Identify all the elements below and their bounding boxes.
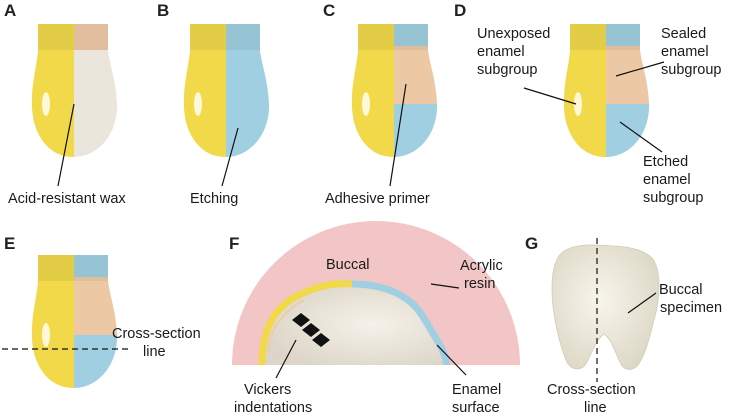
label-acrylic-1: Acrylic — [460, 258, 503, 274]
label-cross-section-g-1: Cross-section — [547, 382, 636, 398]
panel-e: E Cross-section line — [2, 234, 201, 389]
panel-g: G Buccal specimen Cross-section line — [525, 234, 722, 416]
leader-line-buccal-specimen — [627, 292, 657, 314]
label-buccal-specimen-2: specimen — [660, 300, 722, 316]
label-vickers-1: Vickers — [244, 382, 291, 398]
panel-d: D Unexposed enamel subgroup Sealed ename… — [454, 1, 721, 206]
molar-tooth — [551, 244, 660, 370]
panel-b-letter: B — [157, 1, 169, 20]
tooth-b — [183, 24, 270, 158]
leader-line-acrylic — [430, 283, 460, 289]
label-cross-section-g-2: line — [584, 400, 607, 416]
leader-line-vickers — [275, 339, 297, 379]
label-buccal-f: Buccal — [326, 257, 370, 273]
panel-f: F Buccal Acrylic resin Vickers indentati… — [229, 221, 520, 416]
label-acrylic-2: resin — [464, 276, 495, 292]
label-unexposed-1: Unexposed — [477, 26, 550, 42]
panel-a-letter: A — [4, 1, 16, 20]
label-cross-section-e-2: line — [143, 344, 166, 360]
panel-g-letter: G — [525, 234, 538, 253]
label-enamel-surface-2: surface — [452, 400, 500, 416]
leader-line-c — [389, 83, 407, 187]
tooth-c — [351, 24, 438, 158]
label-sealed-3: subgroup — [661, 62, 721, 78]
label-adhesive-primer: Adhesive primer — [325, 191, 430, 207]
label-etched-1: Etched — [643, 154, 688, 170]
label-etched-3: subgroup — [643, 190, 703, 206]
label-etching: Etching — [190, 191, 238, 207]
label-vickers-2: indentations — [234, 400, 312, 416]
label-sealed-2: enamel — [661, 44, 709, 60]
label-unexposed-2: enamel — [477, 44, 525, 60]
label-buccal-specimen-1: Buccal — [659, 282, 703, 298]
label-cross-section-e-1: Cross-section — [112, 326, 201, 342]
leader-line-b — [221, 127, 239, 187]
label-acid-resistant-wax: Acid-resistant wax — [8, 191, 126, 207]
leader-line-enamel — [436, 344, 467, 376]
leader-line-unexposed — [523, 87, 577, 105]
tooth-a — [31, 24, 118, 158]
leader-line-sealed — [615, 61, 665, 77]
tooth-e — [31, 255, 118, 389]
panel-f-letter: F — [229, 234, 239, 253]
panel-a: A Acid-resistant wax — [4, 1, 126, 207]
label-unexposed-3: subgroup — [477, 62, 537, 78]
enamel-specimen — [258, 280, 451, 365]
panel-b: B Etching — [157, 1, 270, 207]
panel-e-letter: E — [4, 234, 15, 253]
label-enamel-surface-1: Enamel — [452, 382, 501, 398]
leader-line-etched — [619, 121, 663, 153]
label-etched-2: enamel — [643, 172, 691, 188]
vickers-indentations — [292, 313, 330, 347]
panel-c-letter: C — [323, 1, 335, 20]
label-sealed-1: Sealed — [661, 26, 706, 42]
panel-d-letter: D — [454, 1, 466, 20]
panel-c: C Adhesive primer — [323, 1, 438, 207]
leader-line-a — [57, 103, 75, 187]
tooth-d — [563, 24, 650, 158]
